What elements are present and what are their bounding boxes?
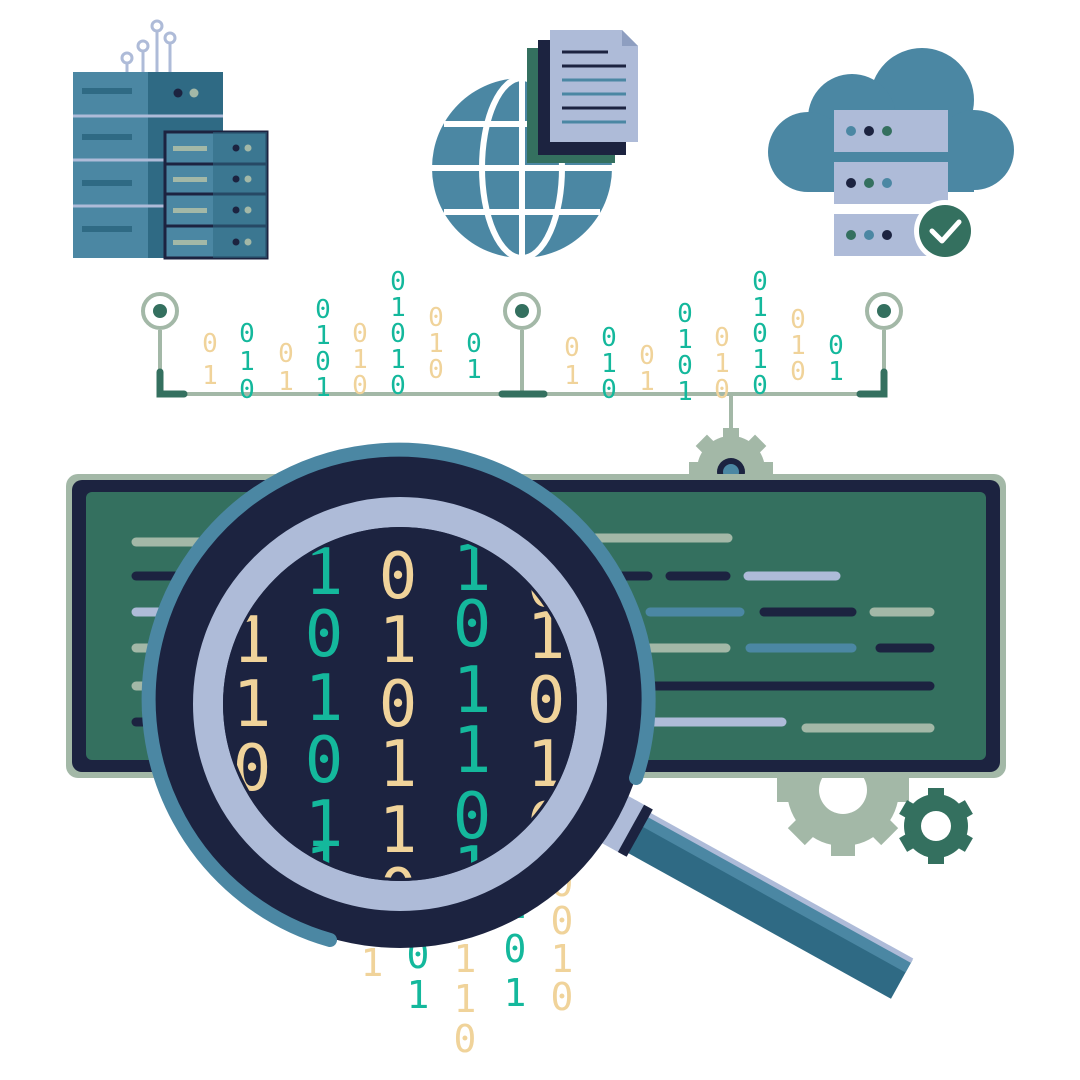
network-node — [865, 292, 903, 330]
check-badge-icon — [914, 200, 976, 262]
server-rack-icon — [73, 19, 269, 260]
network-node — [141, 292, 179, 330]
globe-document-icon — [432, 30, 638, 261]
cloud-server-icon — [768, 48, 1014, 262]
gear-icon — [899, 788, 973, 864]
network-node — [503, 292, 541, 330]
